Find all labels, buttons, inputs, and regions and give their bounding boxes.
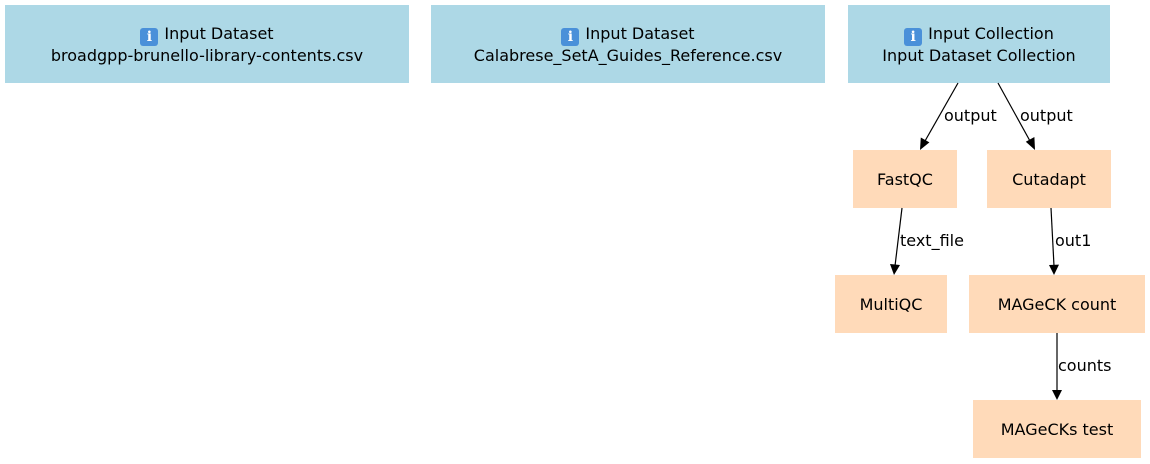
edge-collection-cutadapt bbox=[997, 82, 1031, 142]
edge-label-out1: out1 bbox=[1055, 231, 1092, 250]
arrowhead bbox=[890, 264, 900, 275]
tool-node-multiqc[interactable]: MultiQC bbox=[835, 275, 947, 333]
input-node-type-label: Input Collection bbox=[928, 23, 1054, 43]
input-node-name: Calabrese_SetA_Guides_Reference.csv bbox=[473, 45, 783, 65]
tool-node-cutadapt[interactable]: Cutadapt bbox=[987, 150, 1111, 208]
edge-label-text-file: text_file bbox=[900, 231, 964, 250]
input-node-name: Input Dataset Collection bbox=[882, 45, 1076, 65]
input-node-calabrese[interactable]: i Input Dataset Calabrese_SetA_Guides_Ref… bbox=[431, 5, 825, 83]
tool-node-label: MAGeCK count bbox=[997, 294, 1117, 314]
info-icon: i bbox=[561, 27, 580, 46]
arrowhead bbox=[1025, 137, 1035, 150]
input-node-brunello[interactable]: i Input Dataset broadgpp-brunello-library… bbox=[5, 5, 409, 83]
edge-label-output: output bbox=[944, 106, 997, 125]
edge-label-output: output bbox=[1020, 106, 1073, 125]
input-node-type-label: Input Dataset bbox=[585, 23, 695, 43]
edge-collection-fastqc bbox=[924, 82, 959, 142]
tool-node-fastqc[interactable]: FastQC bbox=[853, 150, 957, 208]
tool-node-label: FastQC bbox=[877, 169, 933, 189]
info-icon: i bbox=[904, 27, 923, 46]
tool-node-mageck-count[interactable]: MAGeCK count bbox=[969, 275, 1145, 333]
input-node-name: broadgpp-brunello-library-contents.csv bbox=[50, 45, 364, 65]
tool-node-label: Cutadapt bbox=[1012, 169, 1086, 189]
arrowhead bbox=[1052, 390, 1062, 400]
arrowhead bbox=[1049, 264, 1059, 275]
input-node-collection[interactable]: i Input Collection Input Dataset Collecti… bbox=[848, 5, 1110, 83]
edge-fastqc-multiqc bbox=[894, 207, 903, 267]
tool-node-label: MultiQC bbox=[859, 294, 923, 314]
edge-cutadapt-mageck-count bbox=[1050, 207, 1055, 267]
edge-label-counts: counts bbox=[1058, 356, 1112, 375]
arrowhead bbox=[920, 137, 930, 150]
info-icon: i bbox=[140, 27, 159, 46]
tool-node-label: MAGeCKs test bbox=[1000, 419, 1114, 439]
tool-node-mageck-test[interactable]: MAGeCKs test bbox=[973, 400, 1141, 458]
input-node-type-label: Input Dataset bbox=[164, 23, 274, 43]
